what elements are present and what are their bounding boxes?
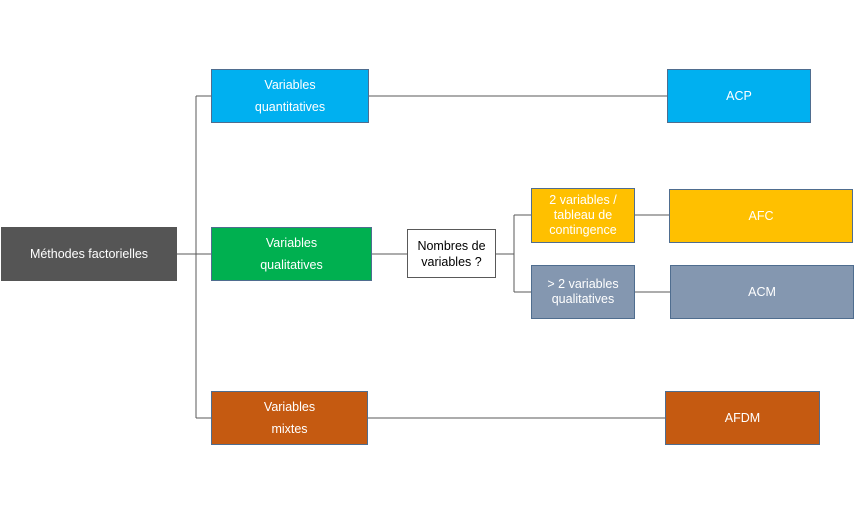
node-label: Méthodes factorielles [29,247,149,261]
node-plus-de-2-variables: > 2 variables qualitatives [531,265,635,319]
node-methodes-factorielles: Méthodes factorielles [1,227,177,281]
node-afc: AFC [669,189,853,243]
node-label: Variables mixtes [263,400,316,436]
node-label: ACM [748,284,776,299]
node-variables-qualitatives: Variables qualitatives [211,227,372,281]
node-label: ACP [726,89,752,103]
node-variables-quantitatives: Variables quantitatives [211,69,369,123]
node-variables-mixtes: Variables mixtes [211,391,368,445]
node-label: > 2 variables qualitatives [547,277,619,306]
node-label: 2 variables / tableau de contingence [549,193,617,237]
node-label: AFDM [724,411,761,425]
node-label: AFC [748,208,774,223]
node-label: Nombres de variables ? [417,238,486,269]
node-nombres-de-variables: Nombres de variables ? [407,229,496,278]
node-afdm: AFDM [665,391,820,445]
node-label: Variables quantitatives [254,78,326,114]
node-acp: ACP [667,69,811,123]
node-acm: ACM [670,265,854,319]
node-2-variables: 2 variables / tableau de contingence [531,188,635,243]
node-label: Variables qualitatives [260,236,323,272]
